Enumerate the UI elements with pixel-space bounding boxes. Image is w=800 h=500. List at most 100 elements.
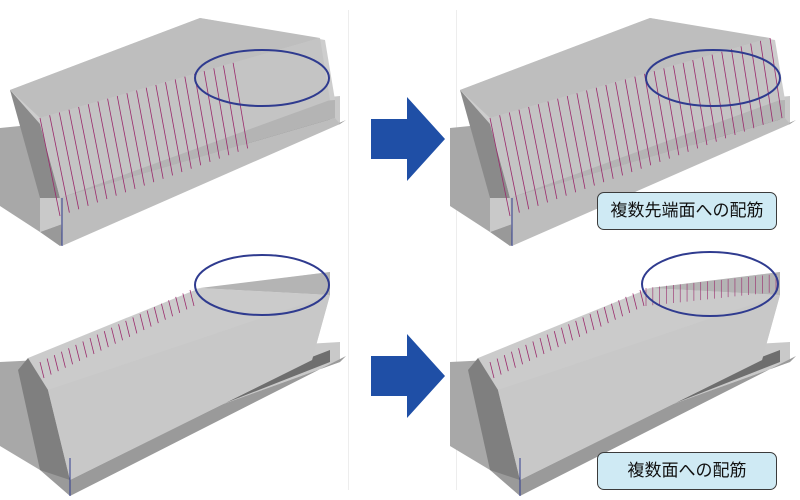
rebar-line [673,65,689,152]
model-bottom-before [0,254,346,496]
rebar-line [116,95,136,190]
rebar-line [503,355,509,372]
rebar-line [682,62,698,149]
rebar-line [194,73,211,163]
rebar-line [53,355,59,372]
rebar-line [97,101,117,196]
panel-top-before [0,0,350,250]
rebar-line [528,106,548,203]
rebar-line [126,93,145,186]
rebar-line [103,331,109,348]
rebar-line [189,289,195,307]
rebar-line [566,95,586,190]
rebar-line [139,313,145,331]
rebar-line [557,98,577,193]
rebar-line [663,68,680,156]
rebar-line [595,87,614,179]
rebar-line [174,79,192,169]
rebar-line [75,344,81,361]
rebar-lines-top-before [39,62,248,217]
rebar-line [561,327,566,344]
rebar-line [165,82,183,173]
rebar-line [232,62,248,149]
rebar-line [525,344,531,361]
model-top-before [0,18,346,246]
rebar-line [49,115,70,213]
rebar-line [730,48,745,132]
rebar-line [639,289,645,307]
panel-top-after [450,0,800,250]
rebar-line [146,310,152,327]
rebar-line [759,40,774,122]
panel-bottom-after [450,250,800,500]
rebar-line [155,84,173,176]
rebar-lines-top-after [489,37,783,217]
rebar-line [107,98,127,193]
rebar-line [625,296,631,313]
rebar-line [632,293,638,310]
model-top-after [450,18,796,246]
rebar-line [78,106,98,203]
highlight-ellipse [641,251,779,317]
right-arrow-icon [371,334,445,418]
rebar-line [153,307,159,324]
rebar-line [168,300,173,317]
highlight-ellipse [194,49,330,107]
rebar-line [653,71,670,159]
rebar-line [644,73,661,163]
rebar-line [624,79,642,169]
rebar-lines-bottom-after [489,274,777,379]
rebar-line [539,337,545,355]
rebar-line [82,341,88,358]
rebar-line [89,337,95,355]
right-arrow-icon [371,97,445,181]
rebar-line [547,101,567,196]
rebar-line [203,71,220,159]
rebar-line [118,324,123,341]
rebar-line [575,320,581,337]
rebar-line [96,334,102,351]
rebar-line [532,341,538,358]
rebar-line [568,324,573,341]
rebar-line [711,54,727,139]
rebar-line [213,68,230,156]
rebar-line [161,303,166,320]
highlight-ellipse [645,49,781,107]
rebar-line [499,115,520,213]
separator-left [348,10,349,490]
rebar-line [769,37,783,119]
rebar-line [603,307,609,324]
rebar-line [634,76,652,166]
rebar-line [596,310,602,327]
panel-bottom-before [0,250,350,500]
rebar-line [511,351,516,368]
rebar-line [589,313,595,331]
rebar-line [182,293,188,310]
rebar-line [586,90,605,183]
rebar-line [223,65,239,152]
label-multiple-faces: 複数面への配筋 [597,452,777,490]
rebar-line [145,87,164,179]
rebar-line [136,90,155,183]
rebar-line [692,60,708,146]
label-multiple-end-faces: 複数先端面への配筋 [597,192,777,230]
rebar-line [46,358,52,375]
rebar-line [508,112,530,210]
rebar-line [58,112,80,210]
rebar-line [68,348,73,365]
rebar-line [518,348,523,365]
rebar-line [132,317,138,334]
rebar-lines-bottom-before [39,289,195,379]
rebar-line [750,43,764,125]
rebar-line [61,351,66,368]
rebar-line [39,117,61,217]
rebar-line [605,84,623,176]
rebar-line [68,109,89,206]
rebar-line [721,51,736,135]
rebar-line [537,104,558,200]
rebar-line [576,93,595,186]
rebar-line [582,317,588,334]
rebar-line [39,361,45,379]
rebar-line [518,109,539,206]
rebar-line [618,300,623,317]
